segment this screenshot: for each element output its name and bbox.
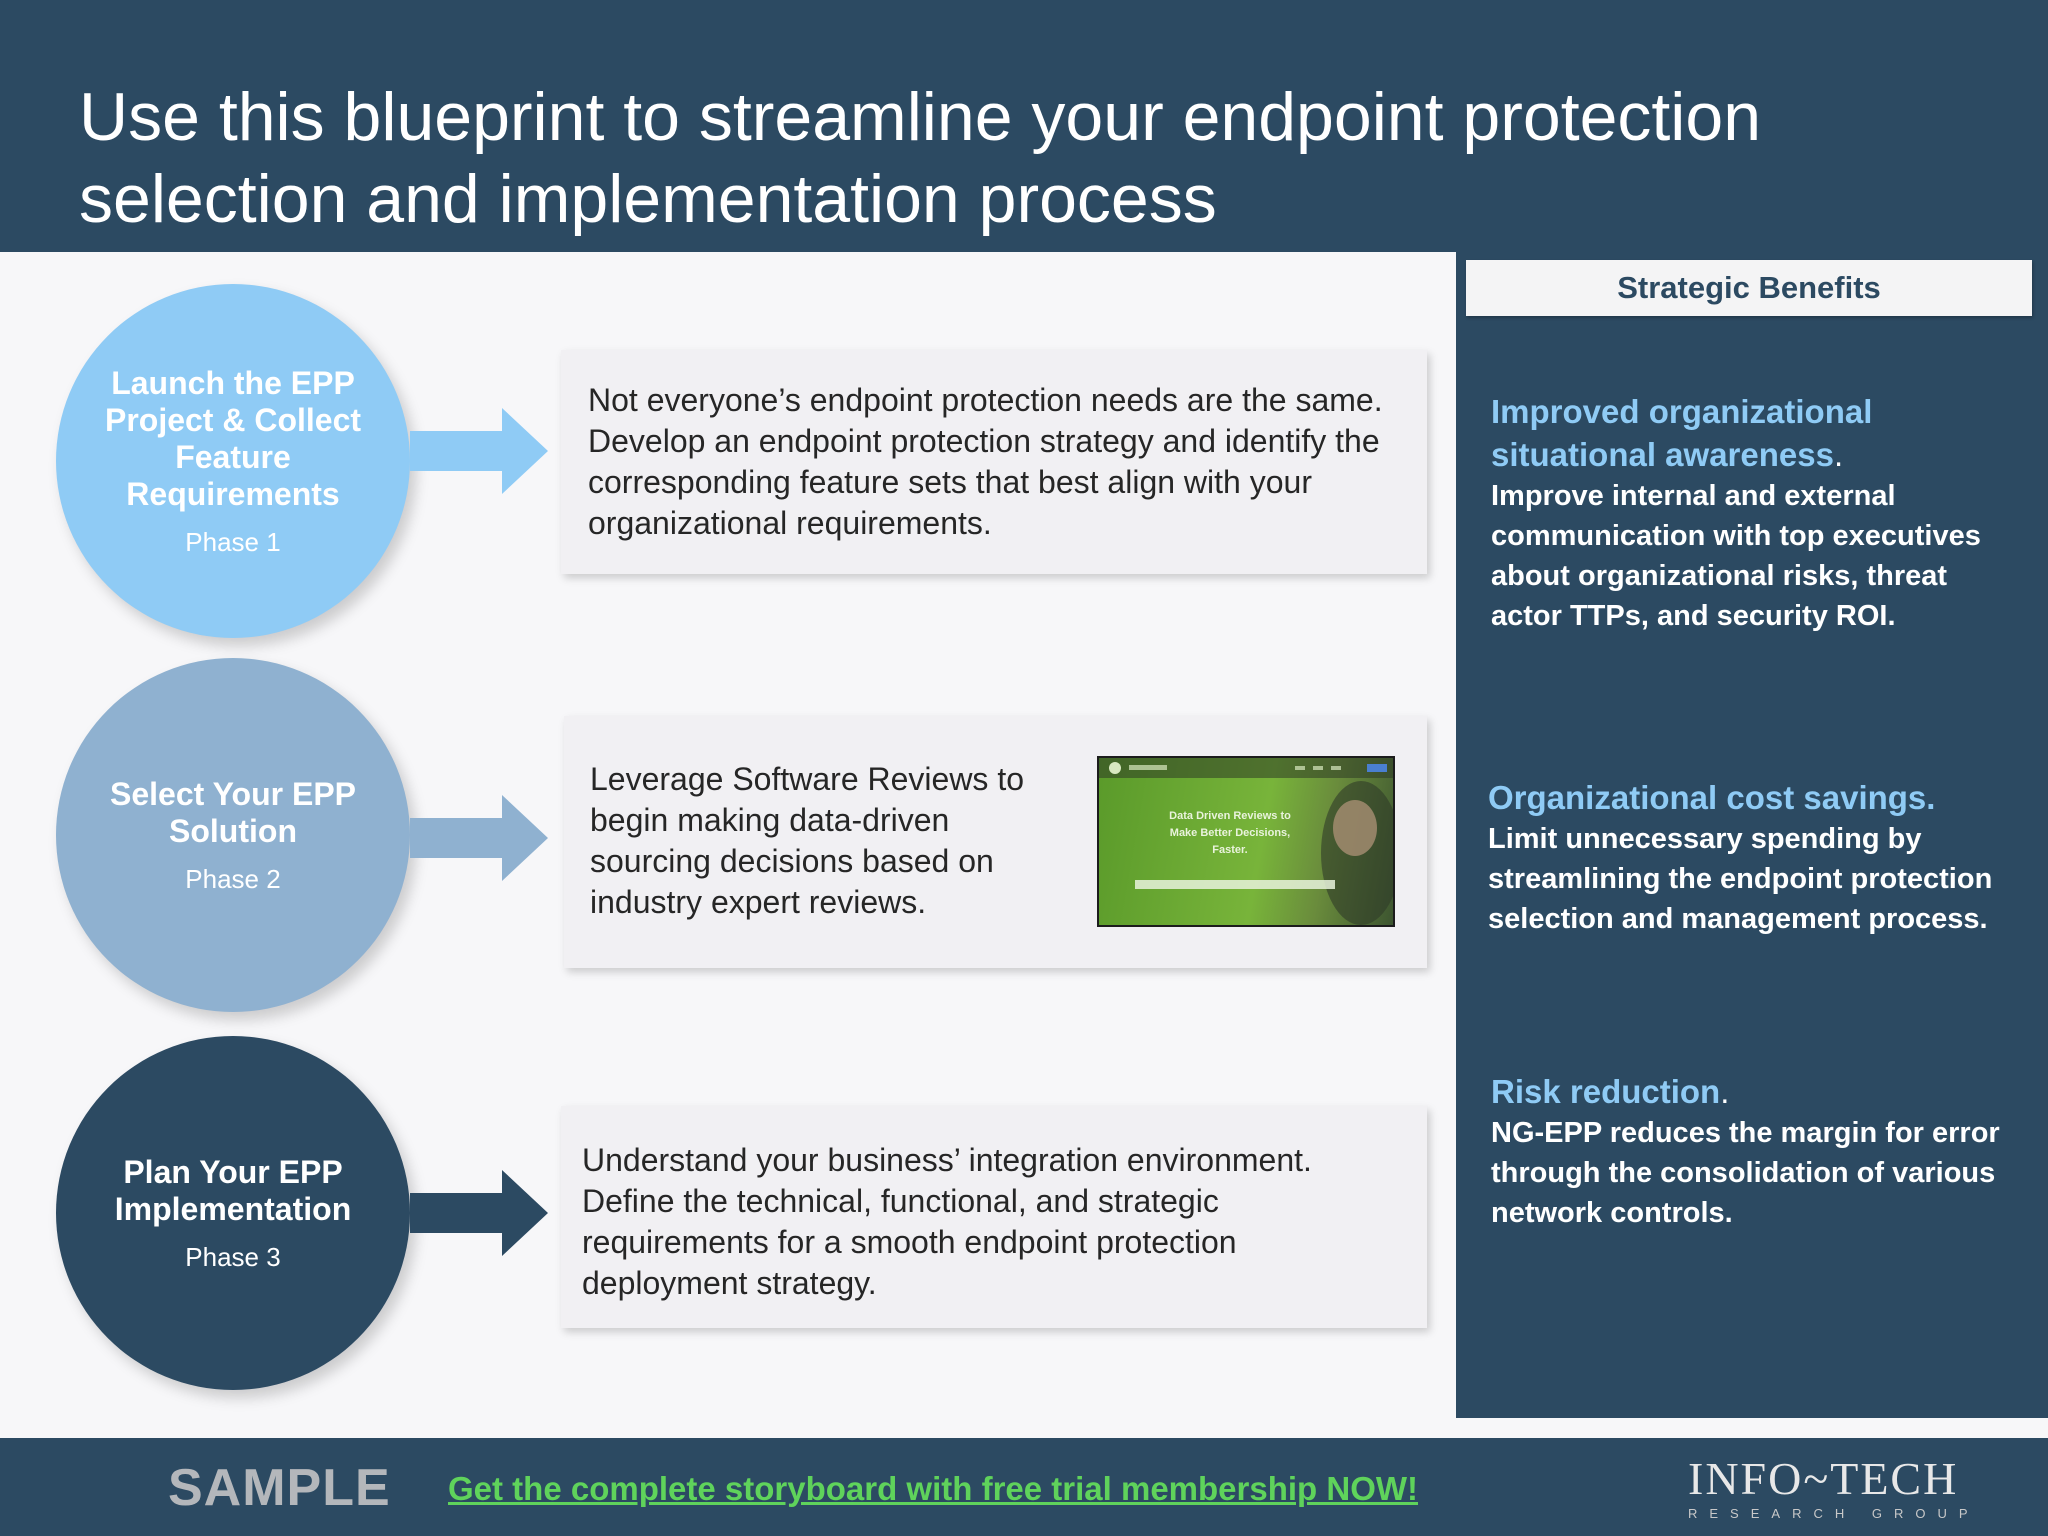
header-bar <box>0 0 2048 252</box>
footer-bar <box>0 1438 2048 1536</box>
phase-2-arrow-icon <box>410 795 548 881</box>
phase-3-description: Understand your business’ integration en… <box>582 1142 1312 1301</box>
benefit-2: Organizational cost savings. Limit unnec… <box>1488 776 2008 939</box>
phase-3-description-box: Understand your business’ integration en… <box>561 1106 1427 1328</box>
logo-tagline: RESEARCH GROUP <box>1688 1506 1980 1521</box>
software-reviews-thumbnail: Data Driven Reviews to Make Better Decis… <box>1097 756 1395 927</box>
page-title: Use this blueprint to streamline your en… <box>79 76 1879 240</box>
phase-3-circle: Plan Your EPP Implementation Phase 3 <box>56 1036 410 1390</box>
benefit-3: Risk reduction. NG-EPP reduces the margi… <box>1491 1070 2021 1233</box>
phase-3-arrow-icon <box>410 1170 548 1256</box>
benefit-3-period: . <box>1720 1073 1730 1110</box>
phase-3-label: Phase 3 <box>185 1241 281 1272</box>
phase-3-title: Plan Your EPP Implementation <box>114 1153 352 1227</box>
page-title-line-2: selection and implementation process <box>79 161 1217 237</box>
benefit-1-title: Improved organizational situational awar… <box>1491 393 1873 473</box>
benefit-2-title: Organizational cost savings. <box>1488 779 1936 816</box>
logo-wordmark: INFO~TECH <box>1688 1453 1959 1504</box>
phase-2-description: Leverage Software Reviews to begin makin… <box>590 761 1024 920</box>
phase-2-circle: Select Your EPP Solution Phase 2 <box>56 658 410 1012</box>
free-trial-cta-link[interactable]: Get the complete storyboard with free tr… <box>448 1470 1419 1507</box>
phase-1-title: Launch the EPP Project & Collect Feature… <box>104 364 362 512</box>
phase-1-description-box: Not everyone’s endpoint protection needs… <box>561 350 1427 574</box>
phase-1-arrow-icon <box>410 408 548 494</box>
phase-2-label: Phase 2 <box>185 863 281 894</box>
benefit-1-body: Improve internal and external communicat… <box>1491 480 1981 632</box>
phase-1-circle: Launch the EPP Project & Collect Feature… <box>56 284 410 638</box>
strategic-benefits-panel <box>1456 252 2048 1418</box>
phase-1-label: Phase 1 <box>185 526 281 557</box>
benefit-1-period: . <box>1833 436 1844 473</box>
page-title-line-1: Use this blueprint to streamline your en… <box>79 79 1762 155</box>
phase-2-title: Select Your EPP Solution <box>109 775 357 849</box>
benefit-2-body: Limit unnecessary spending by streamlini… <box>1488 823 1993 935</box>
thumbnail-headline: Data Driven Reviews to Make Better Decis… <box>1169 810 1291 856</box>
benefit-3-title: Risk reduction <box>1491 1073 1721 1110</box>
info-tech-logo: INFO~TECH RESEARCH GROUP <box>1688 1456 1978 1522</box>
phase-1-description: Not everyone’s endpoint protection needs… <box>588 382 1383 541</box>
benefit-1: Improved organizational situational awar… <box>1491 390 2011 636</box>
sample-watermark: SAMPLE <box>168 1459 391 1517</box>
strategic-benefits-header: Strategic Benefits <box>1466 260 2032 316</box>
benefit-3-body: NG-EPP reduces the margin for error thro… <box>1491 1117 2000 1229</box>
